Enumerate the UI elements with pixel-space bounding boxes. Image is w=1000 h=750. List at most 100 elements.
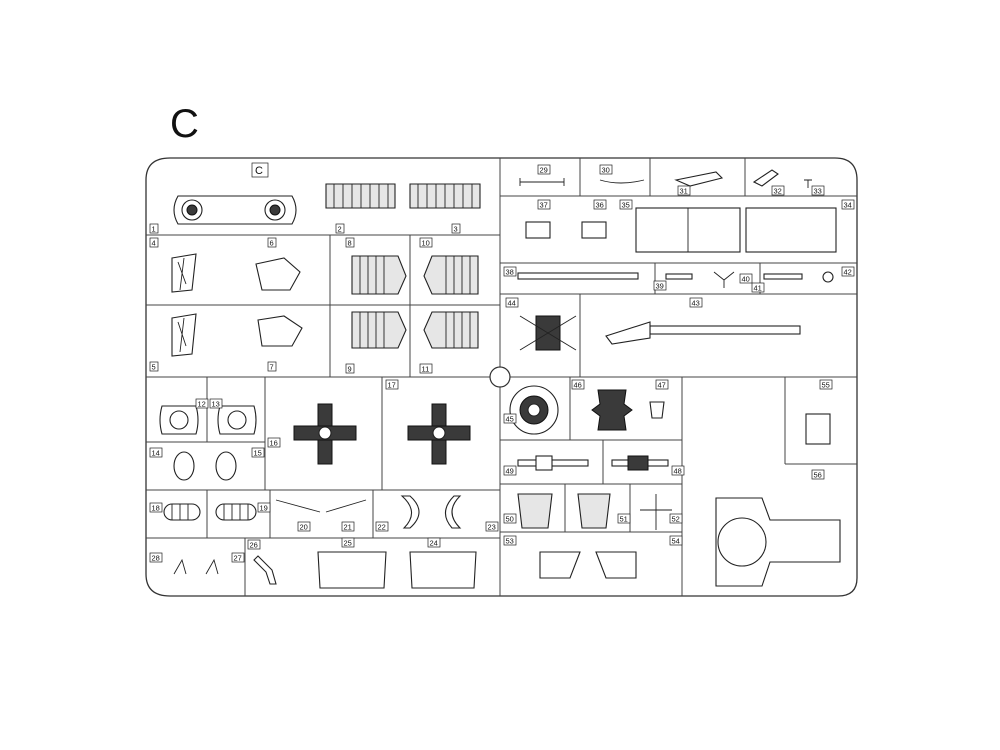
- part-number-box: [251, 447, 265, 458]
- part-number-box: [267, 361, 277, 372]
- part-number-box: [537, 199, 551, 210]
- part-number-label: 51: [620, 514, 628, 523]
- part-number-box: [503, 413, 517, 424]
- part-number-box: [209, 398, 223, 409]
- part-22-bracket: [400, 495, 420, 529]
- part-number-label: 4: [152, 238, 156, 247]
- part-number-box: [247, 539, 261, 550]
- sprue-rails: [146, 158, 857, 596]
- part-number-label: 35: [622, 200, 630, 209]
- part-number-label: 29: [540, 165, 548, 174]
- part-number-label: 5: [152, 362, 156, 371]
- part-number-label: 10: [422, 238, 430, 247]
- part-43-gun-barrel: [605, 321, 801, 345]
- part-14-ring: [173, 451, 195, 481]
- part-number-box: [257, 502, 271, 513]
- part-17-cross: [407, 403, 471, 465]
- part-number-label: 38: [506, 267, 514, 276]
- part-number-box: [341, 537, 355, 548]
- part-38-barrel: [517, 272, 639, 280]
- part-number-box: [811, 185, 825, 196]
- part-54-bracket: [595, 551, 637, 579]
- part-12-housing: [159, 405, 199, 435]
- part-number-label: 8: [348, 238, 352, 247]
- part-number-label: 45: [506, 414, 514, 423]
- part-number-label: 14: [152, 448, 160, 457]
- part-number-label: 1: [152, 224, 156, 233]
- part-number-box: [653, 280, 667, 291]
- part-13-housing: [217, 405, 257, 435]
- part-number-box: [771, 185, 785, 196]
- part-number-box: [335, 223, 345, 234]
- part-56-hull: [715, 497, 841, 587]
- part-number-label: 40: [742, 274, 750, 283]
- part-number-box: [677, 185, 691, 196]
- part-36-block: [581, 221, 607, 239]
- part-number-label: 12: [198, 399, 206, 408]
- part-number-label: 15: [254, 448, 262, 457]
- part-number-box: [149, 237, 159, 248]
- part-number-box: [195, 398, 209, 409]
- part-31-lever: [674, 171, 724, 187]
- part-46-cross-plate: [591, 389, 633, 431]
- part-number-label: 34: [844, 200, 852, 209]
- part-number-box: [419, 363, 433, 374]
- part-number-label: 20: [300, 522, 308, 531]
- part-number-label: 31: [680, 186, 688, 195]
- part-number-box: [341, 521, 355, 532]
- part-number-label: 28: [152, 553, 160, 562]
- part-number-box: [149, 502, 163, 513]
- part-number-label: 11: [422, 364, 430, 373]
- part-9-cylinder: [351, 311, 407, 349]
- part-number-box: [619, 199, 633, 210]
- part-number-box: [841, 199, 855, 210]
- part-number-label: 21: [344, 522, 352, 531]
- part-50-housing: [517, 493, 553, 529]
- part-44-star-mount: [519, 315, 577, 351]
- part-number-label: 48: [674, 466, 682, 475]
- part-number-label: 2: [338, 224, 342, 233]
- part-42-washer: [822, 271, 834, 283]
- part-number-box: [751, 282, 765, 293]
- sprue-frame: [145, 157, 858, 597]
- part-number-label: 46: [574, 380, 582, 389]
- part-number-label: 41: [754, 283, 762, 292]
- part-number-label: 50: [506, 514, 514, 523]
- part-7-frame: [257, 315, 303, 347]
- part-number-label: 6: [270, 238, 274, 247]
- part-number-label: 54: [672, 536, 680, 545]
- part-45-gear: [509, 385, 559, 435]
- part-number-label: 43: [692, 298, 700, 307]
- part-5-frame: [171, 313, 197, 357]
- part-number-box: [375, 521, 389, 532]
- part-2-track: [325, 183, 396, 209]
- part-55-cover: [805, 413, 831, 445]
- sprue-tag-text: C: [255, 165, 263, 177]
- part-41-rod: [763, 273, 803, 280]
- part-number-label: 13: [212, 399, 220, 408]
- part-number-box: [669, 513, 683, 524]
- part-1-plate: [173, 195, 297, 225]
- part-number-box: [345, 363, 355, 374]
- part-number-box: [811, 469, 825, 480]
- part-number-box: [503, 535, 517, 546]
- part-48-shaft: [611, 455, 669, 471]
- part-number-box: [385, 379, 399, 390]
- part-number-box: [149, 361, 159, 372]
- part-number-label: 24: [430, 538, 438, 547]
- part-number-box: [669, 535, 683, 546]
- part-32-lever: [752, 169, 779, 187]
- part-number-box: [841, 266, 855, 277]
- part-number-box: [231, 552, 245, 563]
- part-37-block: [525, 221, 551, 239]
- part-number-label: 44: [508, 298, 516, 307]
- part-21-rod: [325, 499, 367, 513]
- part-number-box: [451, 223, 461, 234]
- part-number-label: 52: [672, 514, 680, 523]
- part-number-label: 16: [270, 438, 278, 447]
- part-39-pin: [665, 273, 693, 280]
- part-8-cylinder: [351, 255, 407, 295]
- part-number-label: 30: [602, 165, 610, 174]
